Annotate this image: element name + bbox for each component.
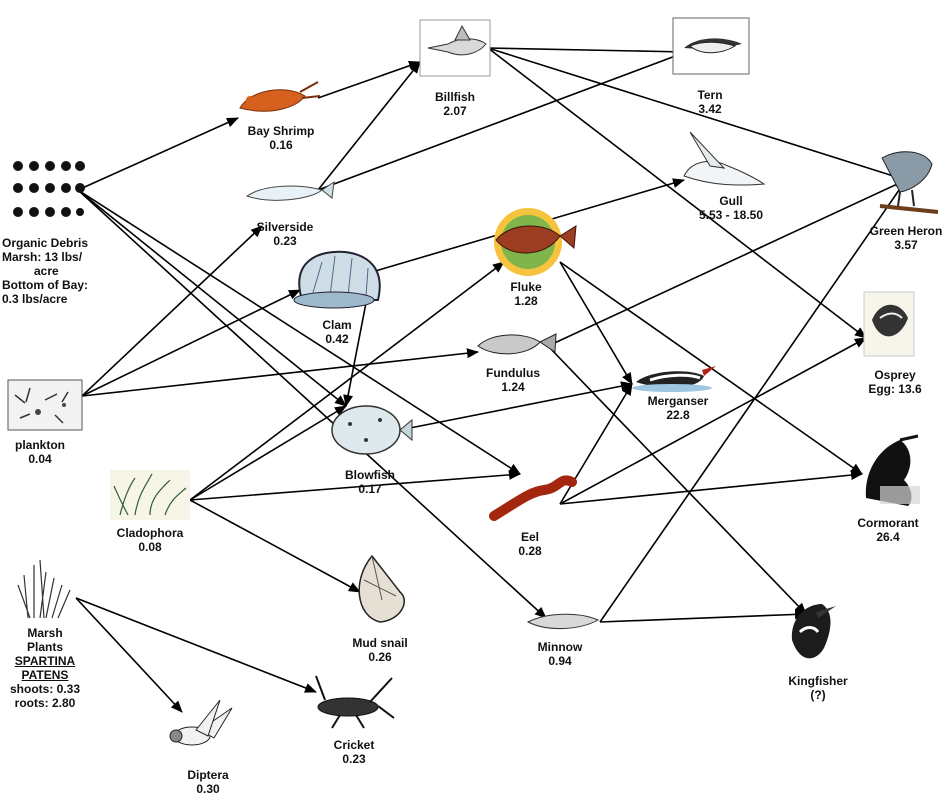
arrow-plankton-to-clam <box>81 289 301 397</box>
arrow-marsh-plants-to-diptera <box>75 597 183 713</box>
billfish-icon <box>419 19 491 77</box>
green-heron-icon <box>879 151 939 214</box>
bay-shrimp-icon <box>239 81 321 112</box>
arrow-cladophora-to-fluke <box>189 261 505 501</box>
eel-icon <box>489 475 577 521</box>
arrow-billfish-to-green-heron <box>487 47 907 182</box>
gull-icon <box>683 131 766 186</box>
arrow-eel-to-osprey <box>559 337 867 505</box>
osprey-icon <box>863 291 915 357</box>
arrow-minnow-to-kingfisher <box>599 609 807 623</box>
arrow-organic-debris-to-minnow <box>77 189 547 619</box>
arrow-billfish-to-tern <box>487 46 687 57</box>
arrow-layer <box>75 46 907 713</box>
tern-icon <box>672 17 750 75</box>
arrow-organic-debris-to-eel <box>77 189 521 475</box>
arrow-fundulus-to-green-heron <box>547 179 907 347</box>
minnow-icon <box>526 613 600 630</box>
arrow-marsh-plants-to-cricket <box>75 597 317 693</box>
arrow-silverside-to-tern <box>317 51 687 191</box>
arrow-plankton-to-silverside <box>81 225 263 397</box>
cladophora-icon <box>110 470 190 520</box>
cricket-icon <box>315 675 395 729</box>
arrow-eel-to-cormorant <box>559 470 863 505</box>
arrow-plankton-to-fundulus <box>81 348 479 397</box>
arrow-blowfish-to-merganser <box>409 381 633 429</box>
blowfish-icon <box>331 405 413 455</box>
arrow-cladophora-to-eel <box>189 469 521 501</box>
mud-snail-icon <box>358 554 405 623</box>
silverside-icon <box>245 180 335 201</box>
merganser-icon <box>632 366 716 392</box>
cormorant-icon <box>865 434 920 506</box>
arrow-billfish-to-osprey <box>487 47 867 339</box>
arrow-silverside-to-billfish <box>317 61 421 191</box>
label-organic-debris: Organic Debris Marsh: 13 lbs/ acre Botto… <box>2 236 89 306</box>
arrow-organic-debris-to-blowfish <box>77 189 347 407</box>
diptera-icon <box>169 699 233 746</box>
label-marsh-plants: Marsh Plants SPARTINA PATENS shoots: 0.3… <box>10 626 81 710</box>
fundulus-icon <box>477 333 557 355</box>
arrow-fundulus-to-kingfisher <box>547 345 807 615</box>
arrow-bay-shrimp-to-billfish <box>317 60 421 99</box>
arrow-organic-debris-to-bay-shrimp <box>77 117 239 191</box>
kingfisher-icon <box>791 604 836 659</box>
arrow-cladophora-to-mud-snail <box>189 499 361 593</box>
marsh-plants-icon <box>17 559 71 619</box>
organic-debris-icon <box>13 161 85 217</box>
clam-icon <box>293 250 381 309</box>
arrow-minnow-to-green-heron <box>599 179 907 623</box>
arrow-cladophora-to-blowfish <box>189 405 347 501</box>
fluke-icon <box>494 208 577 276</box>
plankton-icon <box>7 379 83 431</box>
label-kingfisher: Kingfisher(?) <box>788 674 848 702</box>
